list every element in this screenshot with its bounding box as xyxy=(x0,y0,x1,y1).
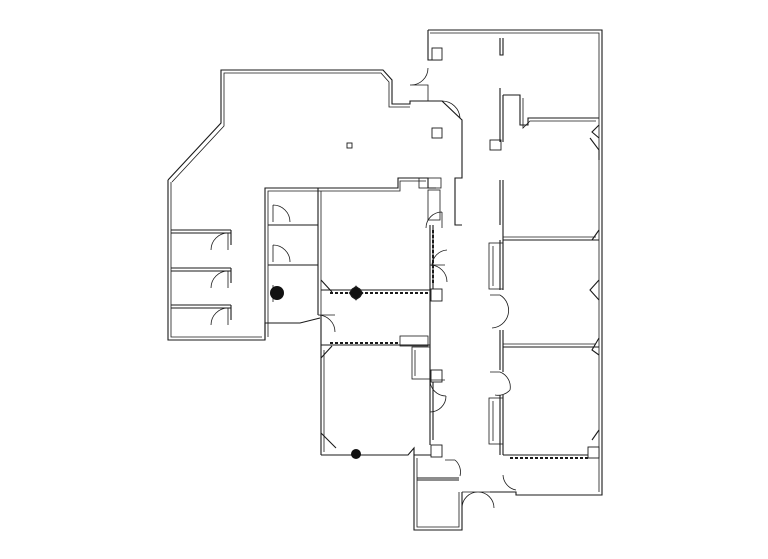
north-west-room xyxy=(171,47,443,340)
door-swings-central xyxy=(425,211,495,509)
round-column-icon xyxy=(350,287,362,299)
column-icon xyxy=(431,47,443,61)
column-icon xyxy=(587,446,600,459)
round-columns xyxy=(270,285,364,459)
column-icon xyxy=(346,142,353,149)
door-swings-east xyxy=(490,294,517,491)
door-swings-west xyxy=(210,67,461,333)
column-icon xyxy=(430,369,443,383)
round-column-icon xyxy=(351,449,361,459)
column-icon xyxy=(431,127,443,139)
column-icon xyxy=(430,288,443,302)
column-icon xyxy=(430,444,443,458)
column-icon xyxy=(489,139,502,151)
round-column-icon xyxy=(270,286,284,300)
east-rooms xyxy=(488,38,600,459)
